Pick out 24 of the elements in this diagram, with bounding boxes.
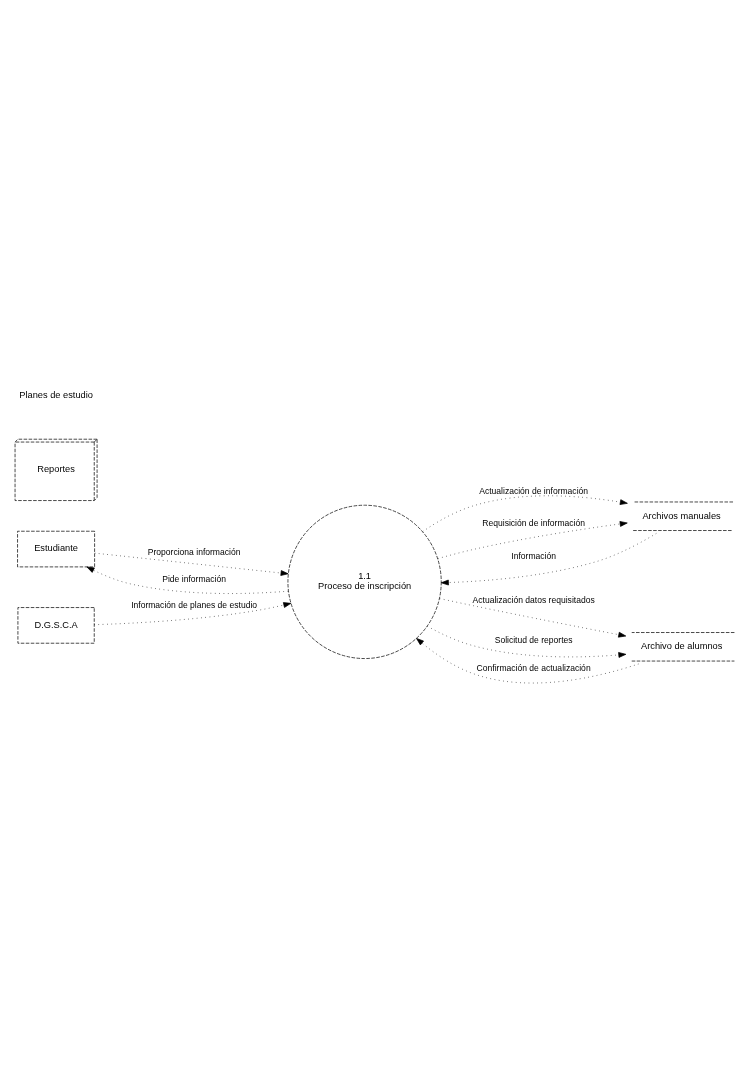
label: Planes de estudio — [19, 390, 93, 401]
edge-label: Actualización datos requisitados — [472, 594, 595, 605]
arrow — [439, 598, 627, 638]
node-box: D.G.S.C.A — [17, 607, 95, 644]
edge-label: Pide información — [162, 573, 226, 584]
node-circle: 1.1 Proceso de inscripción — [287, 504, 442, 659]
edge-label: Proporciona información — [147, 547, 241, 558]
edge-label: Requisición de información — [482, 517, 585, 528]
edge-label: Solicitud de reportes — [494, 634, 573, 645]
edge-label: Información de planes de estudio — [131, 599, 258, 610]
node-box: Estudiante — [17, 530, 95, 568]
arrow — [437, 521, 628, 559]
node-text: Archivos manuales — [642, 510, 721, 521]
arrow — [94, 552, 289, 576]
edge-label: Actualización de información — [479, 485, 589, 496]
arrow — [416, 638, 639, 684]
arrow — [86, 566, 289, 594]
arrow — [94, 602, 292, 626]
node-text: Archivo de alumnos — [641, 641, 723, 652]
arrow — [427, 625, 627, 658]
edge-label: Información — [511, 551, 556, 562]
arrow — [422, 495, 628, 532]
arrow — [440, 533, 657, 586]
edge-label: Confirmación de actualización — [476, 662, 591, 673]
